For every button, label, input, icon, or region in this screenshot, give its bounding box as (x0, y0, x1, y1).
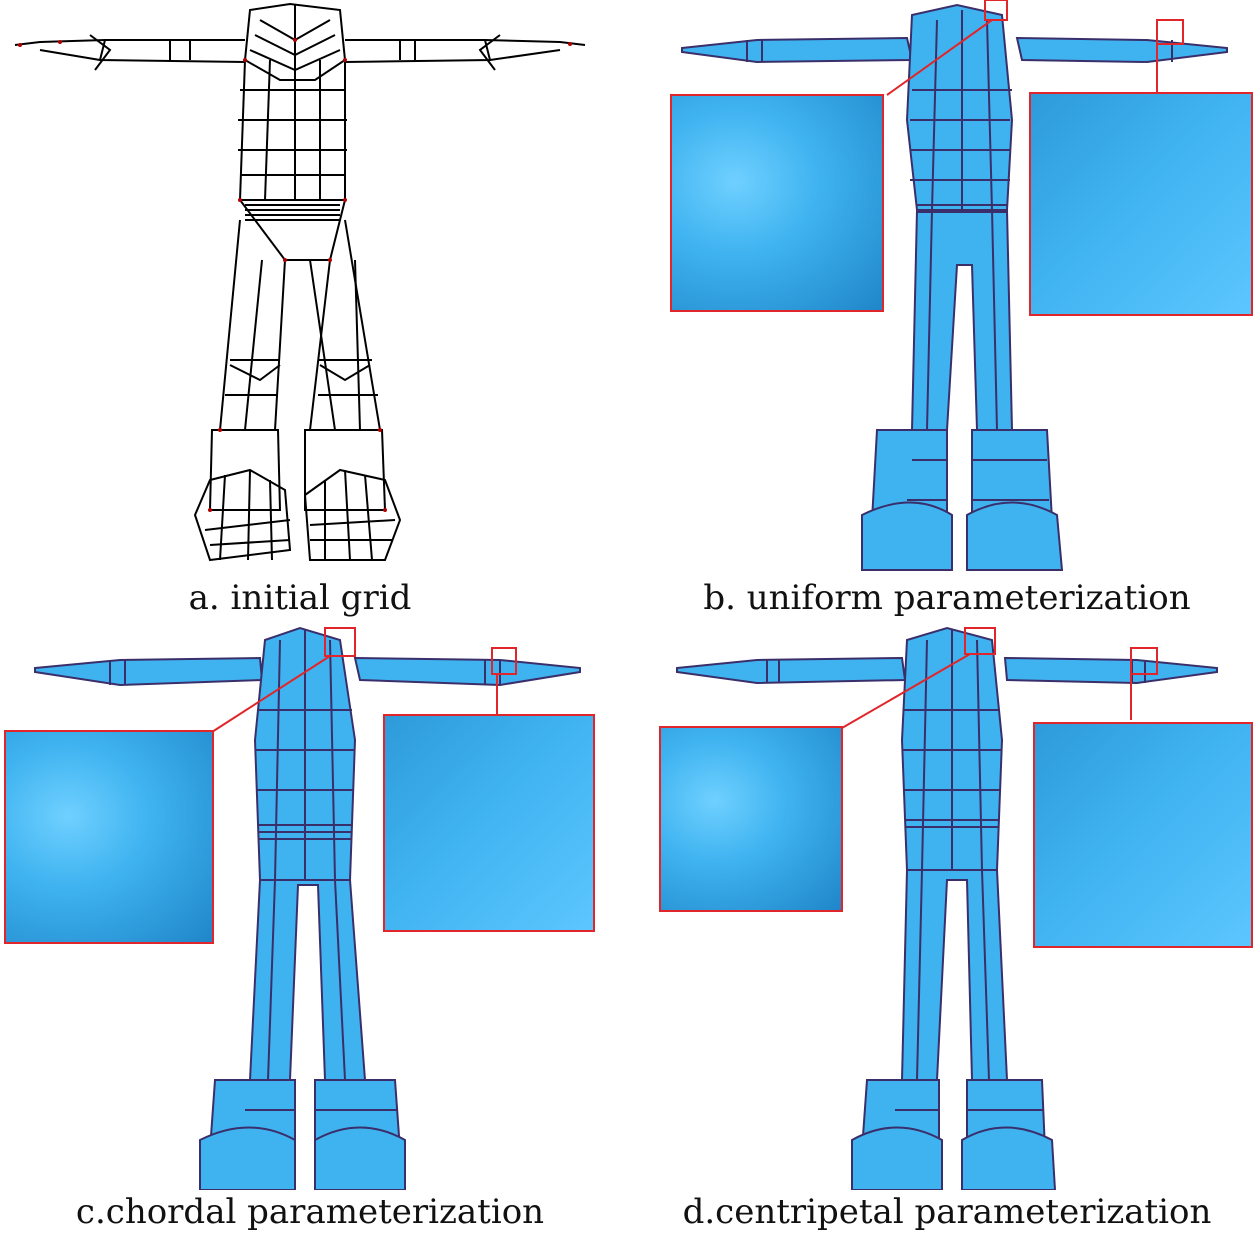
shaded-model-centripetal (676, 626, 1218, 1190)
caption-a: a. initial grid (188, 578, 412, 618)
panel-d: d.centripetal parameterization (627, 620, 1254, 1242)
shaded-model-uniform (681, 0, 1228, 571)
caption-d: d.centripetal parameterization (682, 1192, 1212, 1232)
zoom-inset-left (670, 94, 884, 312)
zoom-inset-left (4, 730, 214, 944)
panel-b: b. uniform parameterization (627, 0, 1254, 620)
zoom-inset-right (1029, 92, 1253, 316)
panel-a: a. initial grid (0, 0, 627, 618)
caption-b: b. uniform parameterization (703, 578, 1191, 618)
caption-c: c.chordal parameterization (75, 1192, 545, 1232)
zoom-inset-right (1033, 722, 1253, 948)
shaded-model-chordal (34, 626, 581, 1190)
zoom-inset-left (659, 726, 843, 912)
zoom-inset-right (383, 714, 595, 932)
panel-c: c.chordal parameterization (0, 620, 627, 1242)
wireframe-model (14, 2, 586, 562)
